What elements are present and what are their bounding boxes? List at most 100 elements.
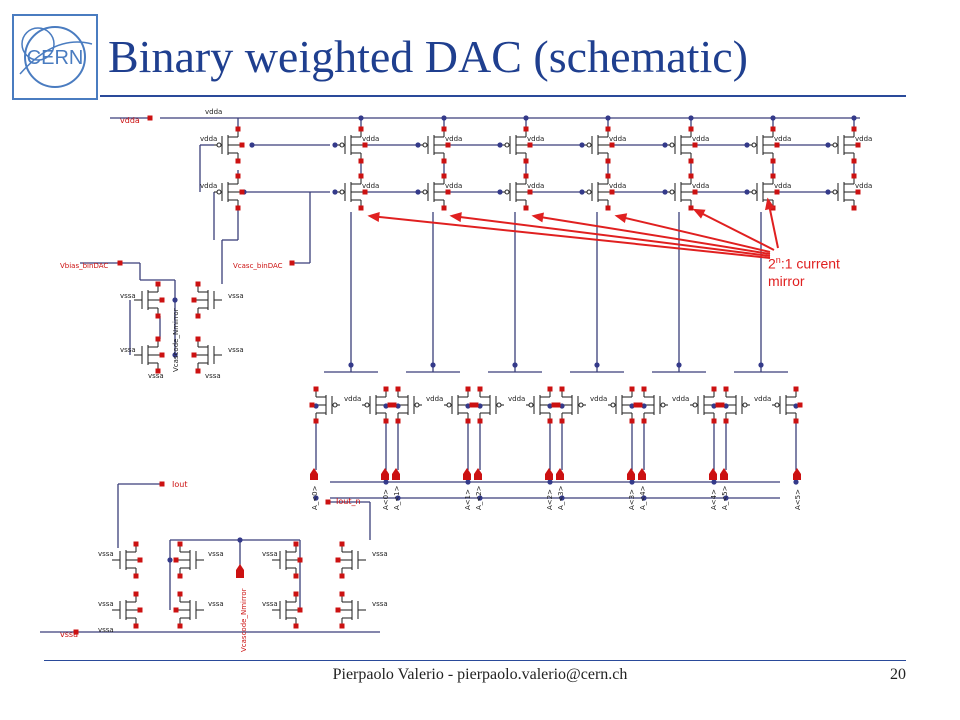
terminal <box>692 189 698 195</box>
supply-label: vssa <box>120 346 136 354</box>
nmos-transistor <box>272 594 300 626</box>
junction-dot <box>559 495 565 501</box>
junction-dot <box>744 189 750 195</box>
terminal <box>605 205 611 211</box>
junction-dot <box>711 403 717 409</box>
pmos-transistor <box>502 176 530 208</box>
terminal <box>297 607 303 613</box>
terminal <box>395 418 401 424</box>
terminal <box>191 352 197 358</box>
junction-dot <box>172 297 178 303</box>
terminal <box>159 297 165 303</box>
supply-label: vssa <box>262 550 278 558</box>
vssa-pin-label: vssa <box>60 630 78 639</box>
terminal <box>605 126 611 132</box>
terminal <box>195 368 201 374</box>
terminal <box>441 205 447 211</box>
nmos-transistor <box>338 594 366 626</box>
switch-input-pin <box>709 468 717 480</box>
terminal <box>629 418 635 424</box>
terminal <box>527 189 533 195</box>
pins <box>73 115 861 635</box>
supply-label: vssa <box>98 626 114 634</box>
supply-label: vssa <box>98 550 114 558</box>
terminal <box>293 573 299 579</box>
pmos-transistor <box>444 389 472 421</box>
terminal <box>851 205 857 211</box>
junction-dot <box>744 142 750 148</box>
terminal <box>692 142 698 148</box>
page-number: 20 <box>890 666 906 683</box>
junction-dot <box>348 362 354 368</box>
terminal <box>235 158 241 164</box>
supply-label: vssa <box>208 600 224 608</box>
terminal <box>335 607 341 613</box>
switch-input-label: A_<1> <box>393 485 401 510</box>
switch-input-label: A<1> <box>464 489 472 510</box>
pmos-transistor <box>749 129 777 161</box>
switch-input-label: A<0> <box>382 489 390 510</box>
terminal <box>719 402 725 408</box>
pmos-transistor <box>337 176 365 208</box>
supply-label: vdda <box>855 182 872 190</box>
supply-label: vssa <box>208 550 224 558</box>
terminal <box>523 158 529 164</box>
nmos-transistor <box>176 544 204 576</box>
supply-label: vdda <box>344 395 361 403</box>
terminal <box>770 126 776 132</box>
switch-input-label: A_<3> <box>557 485 565 510</box>
terminal <box>445 189 451 195</box>
junction-dot <box>430 362 436 368</box>
junction-dot <box>662 189 668 195</box>
terminal <box>133 591 139 597</box>
terminal <box>173 607 179 613</box>
switch-input-pin <box>310 468 318 480</box>
terminal <box>293 541 299 547</box>
terminal <box>851 126 857 132</box>
wires <box>40 117 860 633</box>
vdda-pin-label: vdda <box>120 116 140 125</box>
switch-input-label: A<5> <box>794 489 802 510</box>
terminal <box>383 418 389 424</box>
terminal <box>313 418 319 424</box>
slide-title: Binary weighted DAC (schematic) <box>108 31 748 82</box>
arrow-head <box>614 213 628 224</box>
footer-author: Pierpaolo Valerio - pierpaolo.valerio@ce… <box>332 666 628 683</box>
terminal <box>159 481 165 487</box>
terminal <box>688 173 694 179</box>
pmos-transistor <box>337 129 365 161</box>
terminal <box>441 158 447 164</box>
terminal <box>855 189 861 195</box>
title-rule <box>100 95 906 97</box>
vbias-pin-label: Vbias_binDAC <box>60 262 108 270</box>
terminal <box>147 115 153 121</box>
terminal <box>325 499 331 505</box>
junction-dot <box>723 495 729 501</box>
supply-label: vdda <box>692 182 709 190</box>
terminal <box>155 368 161 374</box>
terminal <box>605 158 611 164</box>
junction-dot <box>825 142 831 148</box>
terminal <box>688 126 694 132</box>
terminal <box>641 418 647 424</box>
junction-dot <box>415 189 421 195</box>
nmos-transistor <box>112 594 140 626</box>
supply-label: vdda <box>754 395 771 403</box>
terminal <box>155 281 161 287</box>
junction-dot <box>523 115 529 121</box>
supply-label: vdda <box>527 135 544 143</box>
terminal <box>770 173 776 179</box>
terminal <box>473 402 479 408</box>
footer-rule <box>44 660 906 661</box>
junction-dot <box>497 142 503 148</box>
switch-input-pin <box>474 468 482 480</box>
terminal <box>293 623 299 629</box>
pmos-transistor <box>214 176 242 208</box>
terminal <box>555 402 561 408</box>
current-mirror-annotation: 2n:1 current mirror <box>768 255 840 289</box>
supply-label: vdda <box>609 182 626 190</box>
terminal <box>793 386 799 392</box>
junction-dot <box>395 403 401 409</box>
switch-input-label: A<3> <box>628 489 636 510</box>
